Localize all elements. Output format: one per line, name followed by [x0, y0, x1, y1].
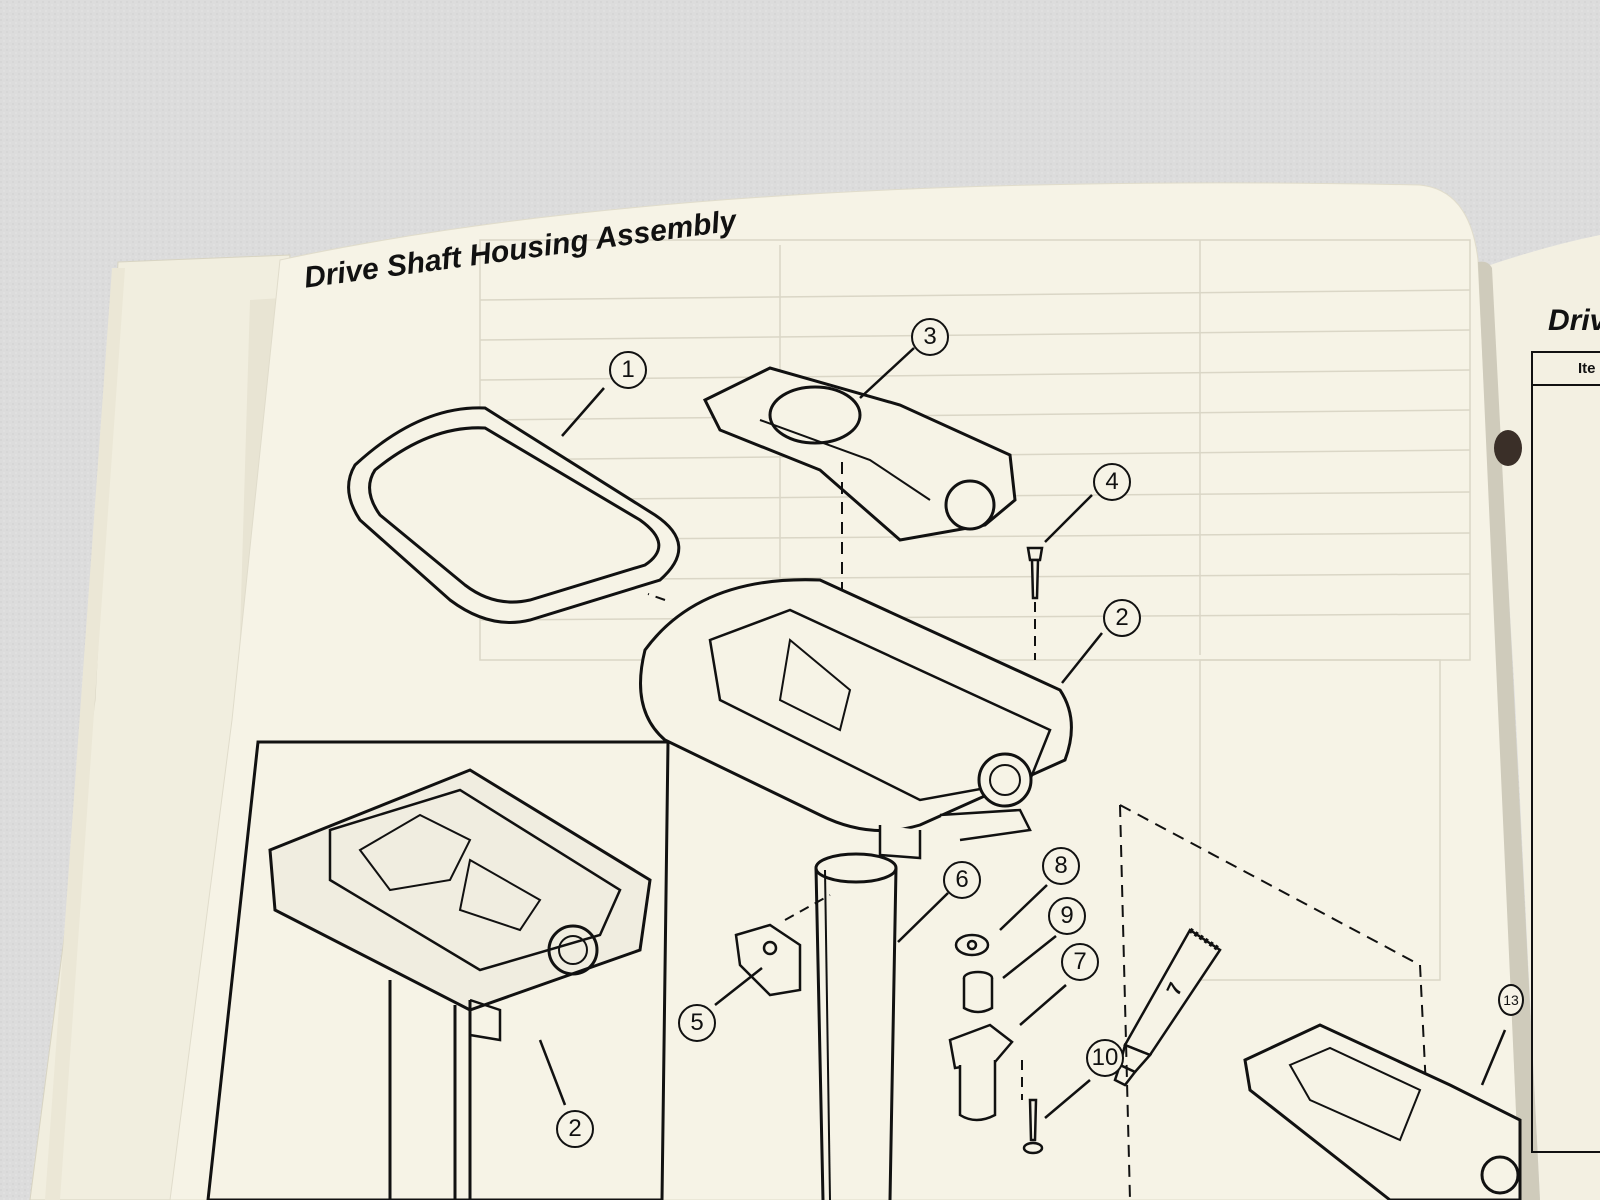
part-13-gasket: [1243, 1023, 1522, 1200]
part-2-plate: [639, 578, 1073, 860]
part-6-tube: [814, 852, 898, 1200]
callout-1: 1: [609, 351, 647, 389]
facing-page: [1490, 235, 1600, 1200]
callout-8: 8: [1042, 847, 1080, 885]
part-1-seal: [347, 406, 681, 624]
page-stack-edge: [29, 254, 291, 1200]
part-9-bushing: [962, 970, 994, 1014]
part-5-bracket: [734, 923, 802, 997]
part-10-screw: [1022, 1098, 1044, 1155]
part-7-bracket: [948, 1023, 1014, 1122]
callout-10: 10: [1086, 1039, 1124, 1077]
callout-9: 9: [1048, 897, 1086, 935]
callout-4: 4: [1093, 463, 1131, 501]
callout-2-main: 2: [1103, 599, 1141, 637]
callout-2-inset: 2: [556, 1110, 594, 1148]
part-4-screw: [1026, 546, 1044, 600]
callout-5: 5: [678, 1004, 716, 1042]
facing-page-title-fragment: Driv: [1548, 304, 1600, 337]
callout-7: 7: [1061, 943, 1099, 981]
part-3-gasket: [702, 366, 1017, 542]
inset-box: [206, 740, 670, 1200]
callout-13: 13: [1498, 984, 1524, 1016]
facing-page-column-header-fragment: Ite: [1578, 360, 1596, 377]
callout-3: 3: [911, 318, 949, 356]
callout-6: 6: [943, 861, 981, 899]
part-8-nut: [954, 933, 990, 957]
